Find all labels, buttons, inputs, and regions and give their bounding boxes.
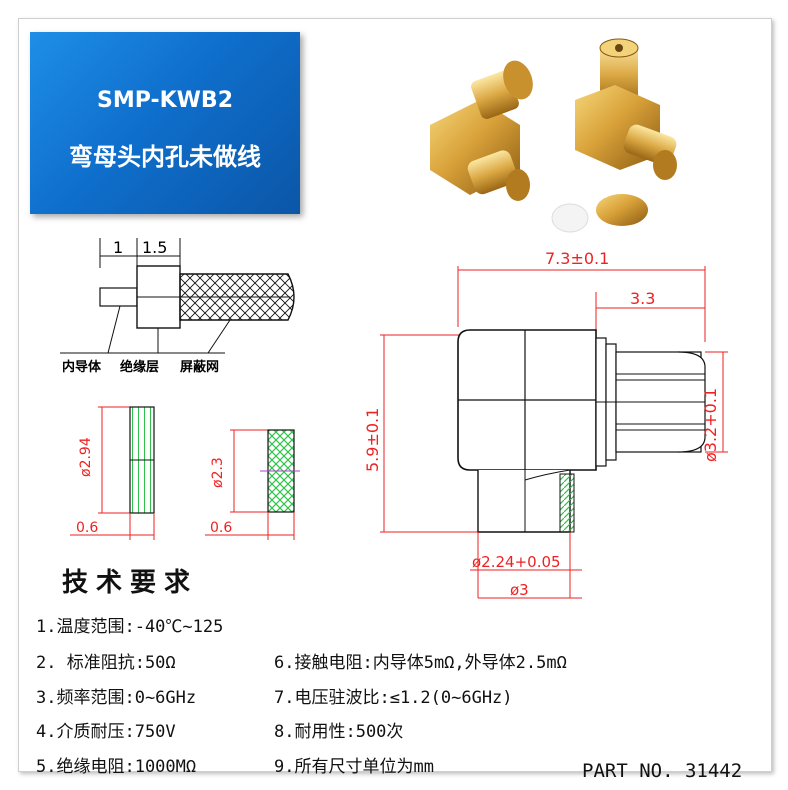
- cable-prep-diagram: 1 1.5 内导体 绝缘层 屏蔽网: [60, 238, 295, 375]
- section-b-length: 0.6: [210, 520, 232, 536]
- banner-subtitle: 弯母头内孔未做线: [69, 143, 261, 171]
- connector-base-shape: [477, 470, 571, 533]
- gold-cap-photo: [596, 194, 648, 226]
- inner-conductor-shape: [99, 287, 138, 307]
- dim-1-label: 1: [113, 238, 123, 257]
- label-shield: 屏蔽网: [180, 359, 219, 375]
- section-a-diameter: ø2.94: [78, 437, 94, 477]
- spec-item-2: 2. 标准阻抗:50Ω: [36, 653, 176, 673]
- product-photo: [430, 38, 677, 233]
- label-insulation: 绝缘层: [120, 359, 159, 375]
- spec-item-6: 6.接触电阻:内导体5mΩ,外导体2.5mΩ: [274, 653, 567, 673]
- connector-photo-right: [575, 38, 677, 180]
- spec-item-8: 8.耐用性:500次: [274, 722, 404, 742]
- spec-item-3: 3.频率范围:0~6GHz: [36, 688, 197, 708]
- section-a-length: 0.6: [76, 520, 98, 536]
- dim-1-5-label: 1.5: [142, 238, 167, 257]
- section-b-diameter: ø2.3: [210, 457, 226, 488]
- white-cap-photo: [551, 203, 589, 233]
- section-b-diagram: ø2.3 0.6: [205, 429, 300, 540]
- spec-item-1: 1.温度范围:-40℃~125: [36, 617, 224, 637]
- dim-height: 5.9±0.1: [363, 408, 382, 472]
- label-inner-conductor: 内导体: [62, 359, 102, 375]
- dim-width: 7.3±0.1: [545, 249, 609, 268]
- dim-offset: 3.3: [630, 289, 655, 308]
- spec-item-9: 9.所有尺寸单位为mm: [274, 757, 434, 777]
- part-number: PART NO. 31442: [582, 760, 743, 782]
- dim-base-diameter: ø3: [510, 581, 529, 599]
- dim-hole-diameter: ø2.24+0.05: [472, 553, 561, 571]
- connector-photo-left: [430, 60, 533, 201]
- base-hatch-shape: [559, 473, 575, 533]
- dim-pin-diameter: ø3.2+0.1: [701, 388, 720, 462]
- banner-model: SMP-KWB2: [97, 88, 233, 113]
- connector-drawing: 7.3±0.1 3.3 5.9±0.1 ø3.2+0.1 ø2.24+0.05 …: [363, 249, 728, 599]
- spec-item-5: 5.绝缘电阻:1000MΩ: [36, 757, 197, 777]
- product-banner: SMP-KWB2 弯母头内孔未做线: [30, 32, 300, 214]
- spec-item-7: 7.电压驻波比:≤1.2(0~6GHz): [274, 688, 513, 708]
- spec-item-4: 4.介质耐压:750V: [36, 722, 176, 742]
- section-a-diagram: ø2.94 0.6: [70, 406, 155, 540]
- specs-title: 技术要求: [62, 568, 199, 598]
